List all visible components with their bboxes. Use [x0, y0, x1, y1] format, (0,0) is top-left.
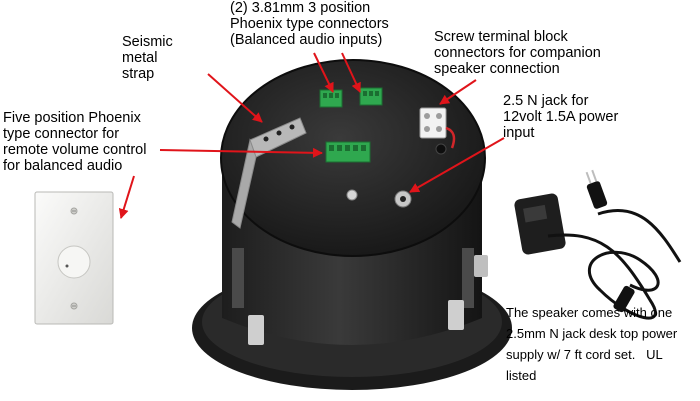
label-phoenix-3pos: (2) 3.81mm 3 position Phoenix type conne…: [230, 0, 389, 48]
arrow-phoenix-3pos-1: [313, 52, 334, 93]
label-power-supply-note: The speaker comes with one 2.5mm N jack …: [506, 305, 678, 383]
power-jack: [394, 190, 412, 208]
phoenix-3pos-connector-2: [359, 87, 383, 106]
volume-knob: [57, 245, 91, 279]
label-screw-terminal: Screw terminal block connectors for comp…: [434, 29, 601, 77]
arrow-phoenix-5pos: [159, 147, 323, 158]
phoenix-5pos-connector: [325, 141, 371, 163]
arrow-screw-terminal: [439, 79, 477, 105]
label-phoenix-5pos: Five position Phoenix type connector for…: [3, 110, 147, 174]
power-cord: [547, 233, 660, 320]
arrow-power-jack: [409, 137, 505, 193]
mounting-clip: [448, 300, 464, 330]
speaker-can: [192, 59, 512, 390]
callout-arrows: [118, 52, 505, 219]
volume-wall-plate: [34, 191, 114, 325]
phoenix-3pos-connector-1: [319, 89, 343, 108]
mounting-clip: [248, 315, 264, 345]
screw-terminal-block: [419, 107, 456, 149]
power-plug: [586, 181, 608, 209]
arrow-seismic-strap: [207, 73, 263, 123]
power-supply: [514, 169, 682, 320]
label-seismic-strap: Seismic metal strap: [122, 34, 173, 82]
arrow-wall-plate: [118, 175, 135, 219]
label-power-jack: 2.5 N jack for 12volt 1.5A power input: [503, 93, 619, 141]
arrow-phoenix-3pos-2: [341, 52, 361, 93]
power-adapter-brick: [514, 193, 566, 255]
